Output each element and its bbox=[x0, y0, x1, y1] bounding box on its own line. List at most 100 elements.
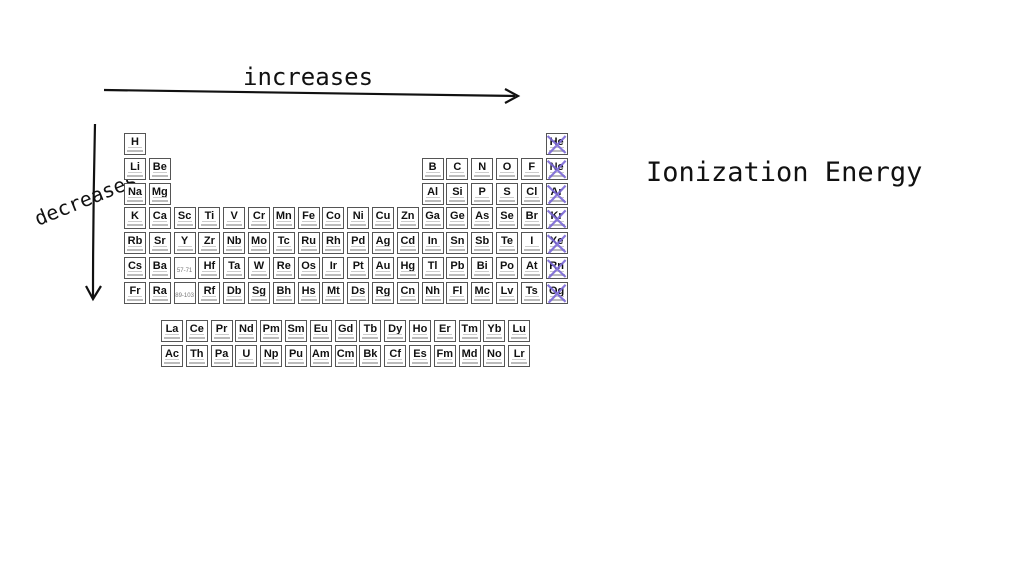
element-cell: Mt bbox=[322, 281, 345, 304]
increases-arrowhead bbox=[504, 88, 521, 104]
element-cell: F bbox=[520, 157, 543, 180]
element-cell: Se bbox=[496, 207, 518, 230]
element-cell: Ac bbox=[161, 345, 183, 367]
element-cell: Md bbox=[458, 345, 481, 367]
element-symbol: N bbox=[478, 160, 487, 173]
element-cell: Xe bbox=[545, 232, 568, 255]
element-symbol: Sn bbox=[450, 235, 465, 248]
element-symbol: Ir bbox=[329, 260, 338, 272]
element-cell: Hg bbox=[396, 257, 419, 279]
element-symbol: Ru bbox=[301, 235, 316, 248]
element-cell: Bi bbox=[471, 257, 494, 279]
element-cell: Bk bbox=[359, 345, 382, 367]
element-symbol: Nh bbox=[425, 284, 440, 297]
element-symbol: Tc bbox=[277, 235, 290, 248]
element-cell: Th bbox=[185, 345, 208, 367]
element-symbol: Os bbox=[301, 260, 316, 272]
element-symbol: Y bbox=[180, 235, 189, 248]
element-cell: Sn bbox=[446, 232, 469, 255]
element-cell: Pd bbox=[347, 232, 370, 255]
element-symbol: Br bbox=[525, 210, 538, 223]
element-symbol: Cu bbox=[375, 210, 391, 223]
element-cell: Mn bbox=[272, 207, 295, 230]
element-symbol: Sb bbox=[475, 235, 490, 248]
element-cell: Ta bbox=[223, 257, 246, 279]
element-cell: Fr bbox=[124, 281, 146, 304]
element-symbol: Li bbox=[130, 160, 140, 173]
element-cell: In bbox=[421, 232, 444, 255]
element-symbol: Pa bbox=[214, 348, 229, 360]
increases-arrow bbox=[103, 88, 516, 98]
element-symbol: Pm bbox=[262, 323, 280, 335]
element-symbol: O bbox=[502, 160, 512, 173]
element-symbol: Gd bbox=[337, 323, 354, 335]
element-cell: Am bbox=[309, 345, 332, 367]
element-cell: Cd bbox=[396, 232, 419, 255]
element-symbol: Bi bbox=[476, 260, 488, 272]
element-symbol: Nb bbox=[226, 235, 242, 248]
element-cell: Te bbox=[496, 232, 518, 255]
element-cell: Es bbox=[409, 345, 431, 367]
element-symbol: Cm bbox=[336, 348, 355, 360]
element-symbol: Sr bbox=[153, 235, 166, 248]
element-cell: Li bbox=[124, 157, 146, 180]
element-cell: Ds bbox=[347, 281, 370, 304]
element-symbol: Mt bbox=[326, 284, 340, 297]
element-cell: Y bbox=[173, 232, 196, 255]
element-symbol: Bh bbox=[276, 284, 292, 297]
element-cell: Cs bbox=[124, 257, 146, 279]
element-symbol: Rh bbox=[326, 235, 341, 248]
element-symbol: Ra bbox=[152, 284, 167, 297]
element-cell: Bh bbox=[272, 281, 295, 304]
element-symbol: Lr bbox=[513, 348, 525, 360]
element-symbol: Ca bbox=[152, 210, 167, 223]
element-cell: Re bbox=[272, 257, 295, 279]
element-cell: Zr bbox=[198, 232, 221, 255]
increases-label: increases bbox=[243, 63, 373, 91]
element-cell: Cr bbox=[248, 207, 270, 230]
element-symbol: As bbox=[475, 210, 490, 223]
element-symbol: Re bbox=[276, 260, 291, 272]
element-symbol: Th bbox=[190, 348, 204, 360]
element-cell: Nh bbox=[421, 281, 444, 304]
element-symbol: Ta bbox=[228, 260, 241, 272]
element-symbol: Zr bbox=[203, 235, 215, 248]
element-cell: Sg bbox=[248, 281, 270, 304]
element-cell: Zn bbox=[396, 207, 419, 230]
element-symbol: Mo bbox=[251, 235, 267, 248]
element-symbol: Zn bbox=[401, 210, 415, 223]
element-cell: Nd bbox=[235, 320, 258, 342]
element-cell: Ho bbox=[409, 320, 431, 342]
element-cell: Mg bbox=[148, 182, 171, 205]
element-cell: Yb bbox=[483, 320, 506, 342]
element-symbol: Cf bbox=[389, 348, 401, 360]
element-cell: C bbox=[446, 157, 469, 180]
element-symbol: Tl bbox=[427, 260, 438, 272]
element-cell: Er bbox=[433, 320, 456, 342]
element-cell: Po bbox=[496, 257, 518, 279]
element-symbol: Cs bbox=[127, 260, 143, 272]
element-cell: Pa bbox=[210, 345, 233, 367]
element-symbol: Pb bbox=[450, 260, 465, 272]
element-cell: Kr bbox=[545, 207, 568, 230]
element-symbol: In bbox=[427, 235, 438, 248]
element-symbol: H bbox=[131, 136, 139, 148]
element-symbol: Sc bbox=[177, 210, 192, 223]
element-cell: S bbox=[496, 182, 518, 205]
element-cell: K bbox=[124, 207, 146, 230]
element-symbol: Ge bbox=[450, 210, 465, 223]
element-cell: Ti bbox=[198, 207, 221, 230]
element-symbol: Ni bbox=[352, 210, 364, 223]
element-symbol: Ac bbox=[164, 348, 180, 360]
element-symbol: W bbox=[253, 260, 265, 272]
element-cell: Ne bbox=[545, 157, 568, 180]
element-cell: As bbox=[471, 207, 494, 230]
element-symbol: Fe bbox=[302, 210, 316, 223]
element-symbol: Db bbox=[226, 284, 242, 297]
element-cell: W bbox=[248, 257, 270, 279]
element-symbol: Mg bbox=[151, 185, 168, 198]
element-symbol: K bbox=[131, 210, 139, 223]
element-cell: Sr bbox=[148, 232, 171, 255]
element-cell: Si bbox=[446, 182, 469, 205]
element-cell: Ga bbox=[421, 207, 444, 230]
